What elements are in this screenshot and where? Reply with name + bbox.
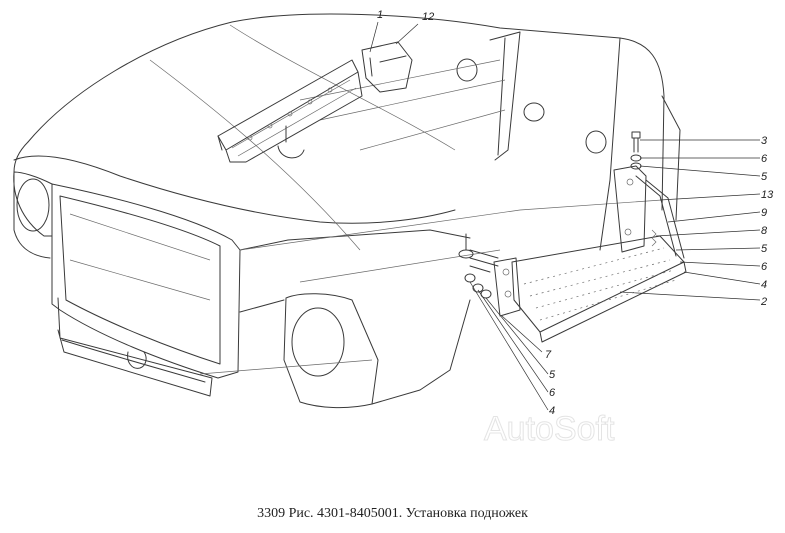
figure-caption: 3309 Рис. 4301-8405001. Установка поднож… [257, 506, 528, 521]
callout-12: 12 [422, 11, 434, 23]
callout-4: 4 [761, 279, 767, 291]
lower-step [469, 165, 687, 343]
callout-5: 5 [761, 171, 768, 183]
cab-step-installation-drawing: AutoSoft [13, 9, 774, 449]
callout-2: 2 [760, 296, 767, 308]
upper-step-bracket [217, 41, 413, 163]
callout-3: 3 [761, 135, 768, 147]
watermark: AutoSoft [484, 410, 615, 448]
callout-6: 6 [761, 153, 768, 165]
callout-labels: 1 12 3 6 5 13 9 8 5 6 4 2 7 5 6 4 [377, 9, 774, 417]
callout-7: 7 [545, 349, 552, 361]
callout-9: 9 [761, 207, 767, 219]
fasteners [458, 131, 657, 299]
callout-13: 13 [761, 189, 774, 201]
callout-8: 8 [761, 225, 768, 237]
cab-body [13, 13, 681, 409]
callout-6: 6 [549, 387, 556, 399]
callout-5: 5 [761, 243, 768, 255]
callout-6: 6 [761, 261, 768, 273]
leader-lines [369, 21, 761, 411]
callout-4: 4 [549, 405, 555, 417]
callout-1: 1 [377, 9, 383, 21]
callout-5: 5 [549, 369, 556, 381]
